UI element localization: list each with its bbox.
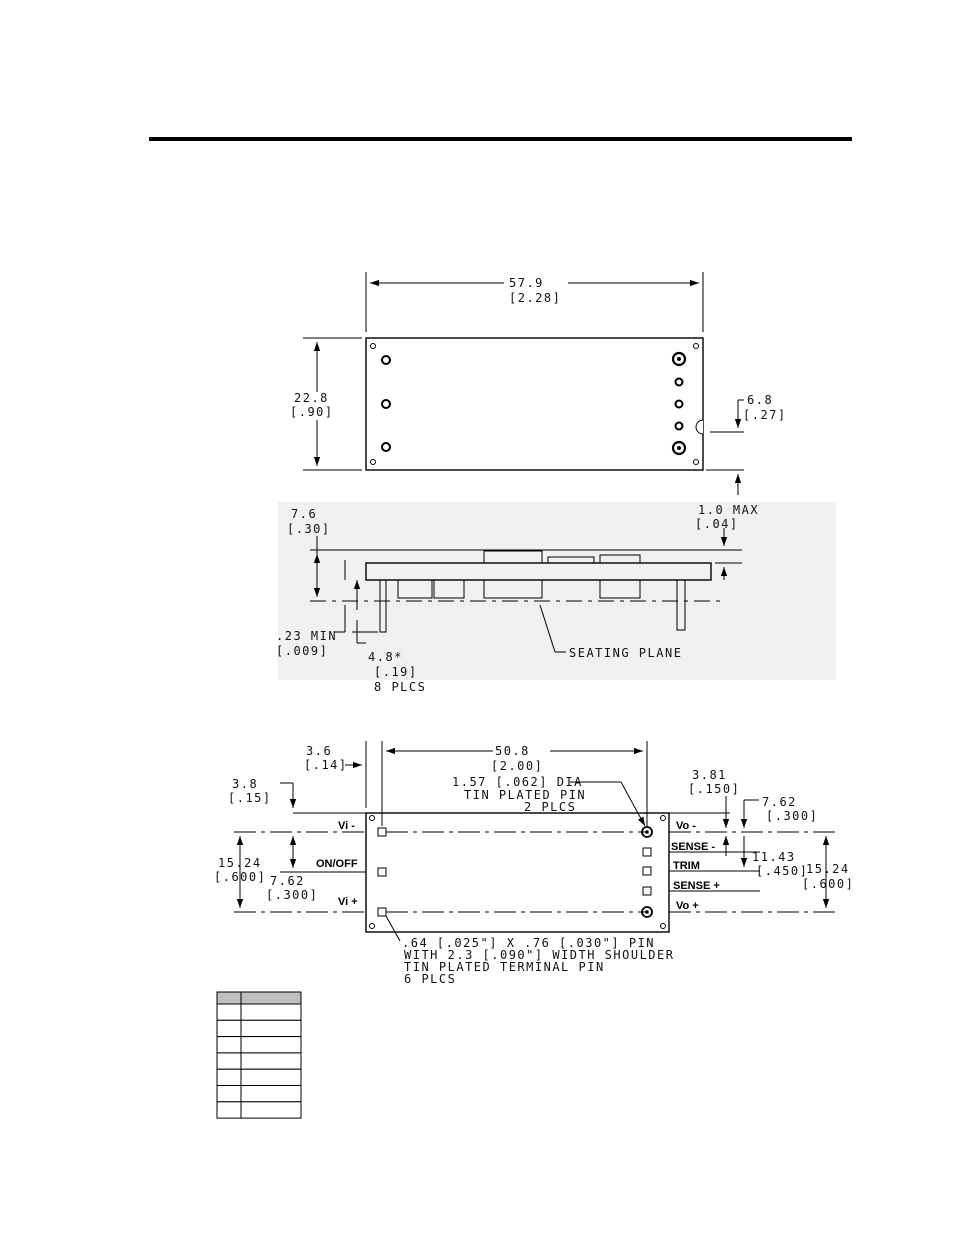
- pin-span-mm: 50.8: [495, 744, 530, 758]
- pin-label-trim: TRIM: [673, 860, 700, 872]
- round-pin-note-2: TIN PLATED PIN: [464, 788, 586, 802]
- pin-table-row: [216, 1068, 302, 1086]
- width-in: [.90]: [290, 405, 334, 419]
- pin-length-qty: 8 PLCS: [374, 680, 426, 694]
- pin-label-vo-minus: Vo -: [676, 820, 696, 832]
- pin-label-vi-plus: Vi +: [338, 896, 358, 908]
- pin-label-on-off: ON/OFF: [316, 858, 358, 870]
- pin-label-vi-minus: Vi -: [338, 820, 355, 832]
- trim-span-in: [.450]: [756, 864, 808, 878]
- sense-span-mm: 7.62: [762, 795, 797, 809]
- vo-offset-mm: 3.81: [692, 768, 727, 782]
- in-span-mm: 15.24: [218, 856, 262, 870]
- onoff-span-mm: 7.62: [270, 874, 305, 888]
- length-mm: 57.9: [509, 276, 544, 290]
- square-pin-note-2: WITH 2.3 [.090"] WIDTH SHOULDER: [404, 948, 674, 962]
- notch-mm: 6.8: [747, 393, 773, 407]
- pin-label-sense-minus: SENSE -: [671, 841, 715, 853]
- vo-offset-in: [.150]: [688, 782, 740, 796]
- length-in: [2.28]: [509, 291, 561, 305]
- in-span-in: [.600]: [214, 870, 266, 884]
- clearance-in: [.04]: [695, 517, 739, 531]
- bottom-view-output-pins: [641, 826, 653, 918]
- bottom-view: Vi - ON/OFF Vi + Vo - SENSE - TRIM SENSE…: [214, 741, 854, 986]
- pin-table-row: [216, 1085, 302, 1103]
- side-view: 1.0 MAX [.04] 7.6 [.30] .23 MIN [.009] 4…: [276, 502, 836, 694]
- trim-span-mm: 11.43: [752, 850, 796, 864]
- pin-table-row: [216, 1019, 302, 1038]
- pin-table: [216, 991, 302, 1119]
- square-pin-note-3: TIN PLATED TERMINAL PIN: [404, 960, 605, 974]
- out-span-mm: 15.24: [806, 862, 850, 876]
- seating-plane-label: SEATING PLANE: [569, 646, 682, 660]
- clearance-mm: 1.0 MAX: [698, 503, 759, 517]
- top-view-input-pins: [381, 355, 391, 452]
- pin-length-in: [.19]: [374, 665, 418, 679]
- standoff-in: [.009]: [276, 644, 328, 658]
- top-view-board: [365, 337, 704, 471]
- header-rule: [149, 137, 852, 141]
- pin-offset-mm: 3.6: [306, 744, 332, 758]
- pin-label-vo-plus: Vo +: [676, 900, 699, 912]
- top-view-output-pins: [671, 351, 687, 456]
- pin-table-row: [216, 1101, 302, 1119]
- standoff-mm: .23 MIN: [276, 629, 337, 643]
- pin-label-sense-plus: SENSE +: [673, 880, 720, 892]
- pin-table-header: [216, 991, 302, 1005]
- notch-in: [.27]: [743, 408, 787, 422]
- out-span-in: [.600]: [802, 877, 854, 891]
- pin-table-row: [216, 1036, 302, 1054]
- top-view: 57.9 [2.28] 22.8 [.90] 6.8 [.27]: [290, 272, 787, 495]
- pin-span-in: [2.00]: [491, 759, 543, 773]
- square-pin-note-4: 6 PLCS: [404, 972, 456, 986]
- edge-offset-in: [.15]: [228, 791, 272, 805]
- sense-span-in: [.300]: [766, 809, 818, 823]
- pin-table-row: [216, 1003, 302, 1021]
- pin-offset-in: [.14]: [304, 758, 348, 772]
- width-mm: 22.8: [294, 391, 329, 405]
- height-in: [.30]: [287, 522, 331, 536]
- edge-offset-mm: 3.8: [232, 777, 258, 791]
- square-pin-note-1: .64 [.025"] X .76 [.030"] PIN: [402, 936, 655, 950]
- onoff-span-in: [.300]: [266, 888, 318, 902]
- round-pin-note-3: 2 PLCS: [524, 800, 576, 814]
- pin-length-mm: 4.8*: [368, 650, 403, 664]
- bottom-view-board: [365, 812, 670, 933]
- round-pin-note-1: 1.57 [.062] DIA: [452, 775, 583, 789]
- bottom-view-input-pins: [377, 827, 387, 917]
- height-mm: 7.6: [291, 507, 317, 521]
- pin-table-row: [216, 1052, 302, 1070]
